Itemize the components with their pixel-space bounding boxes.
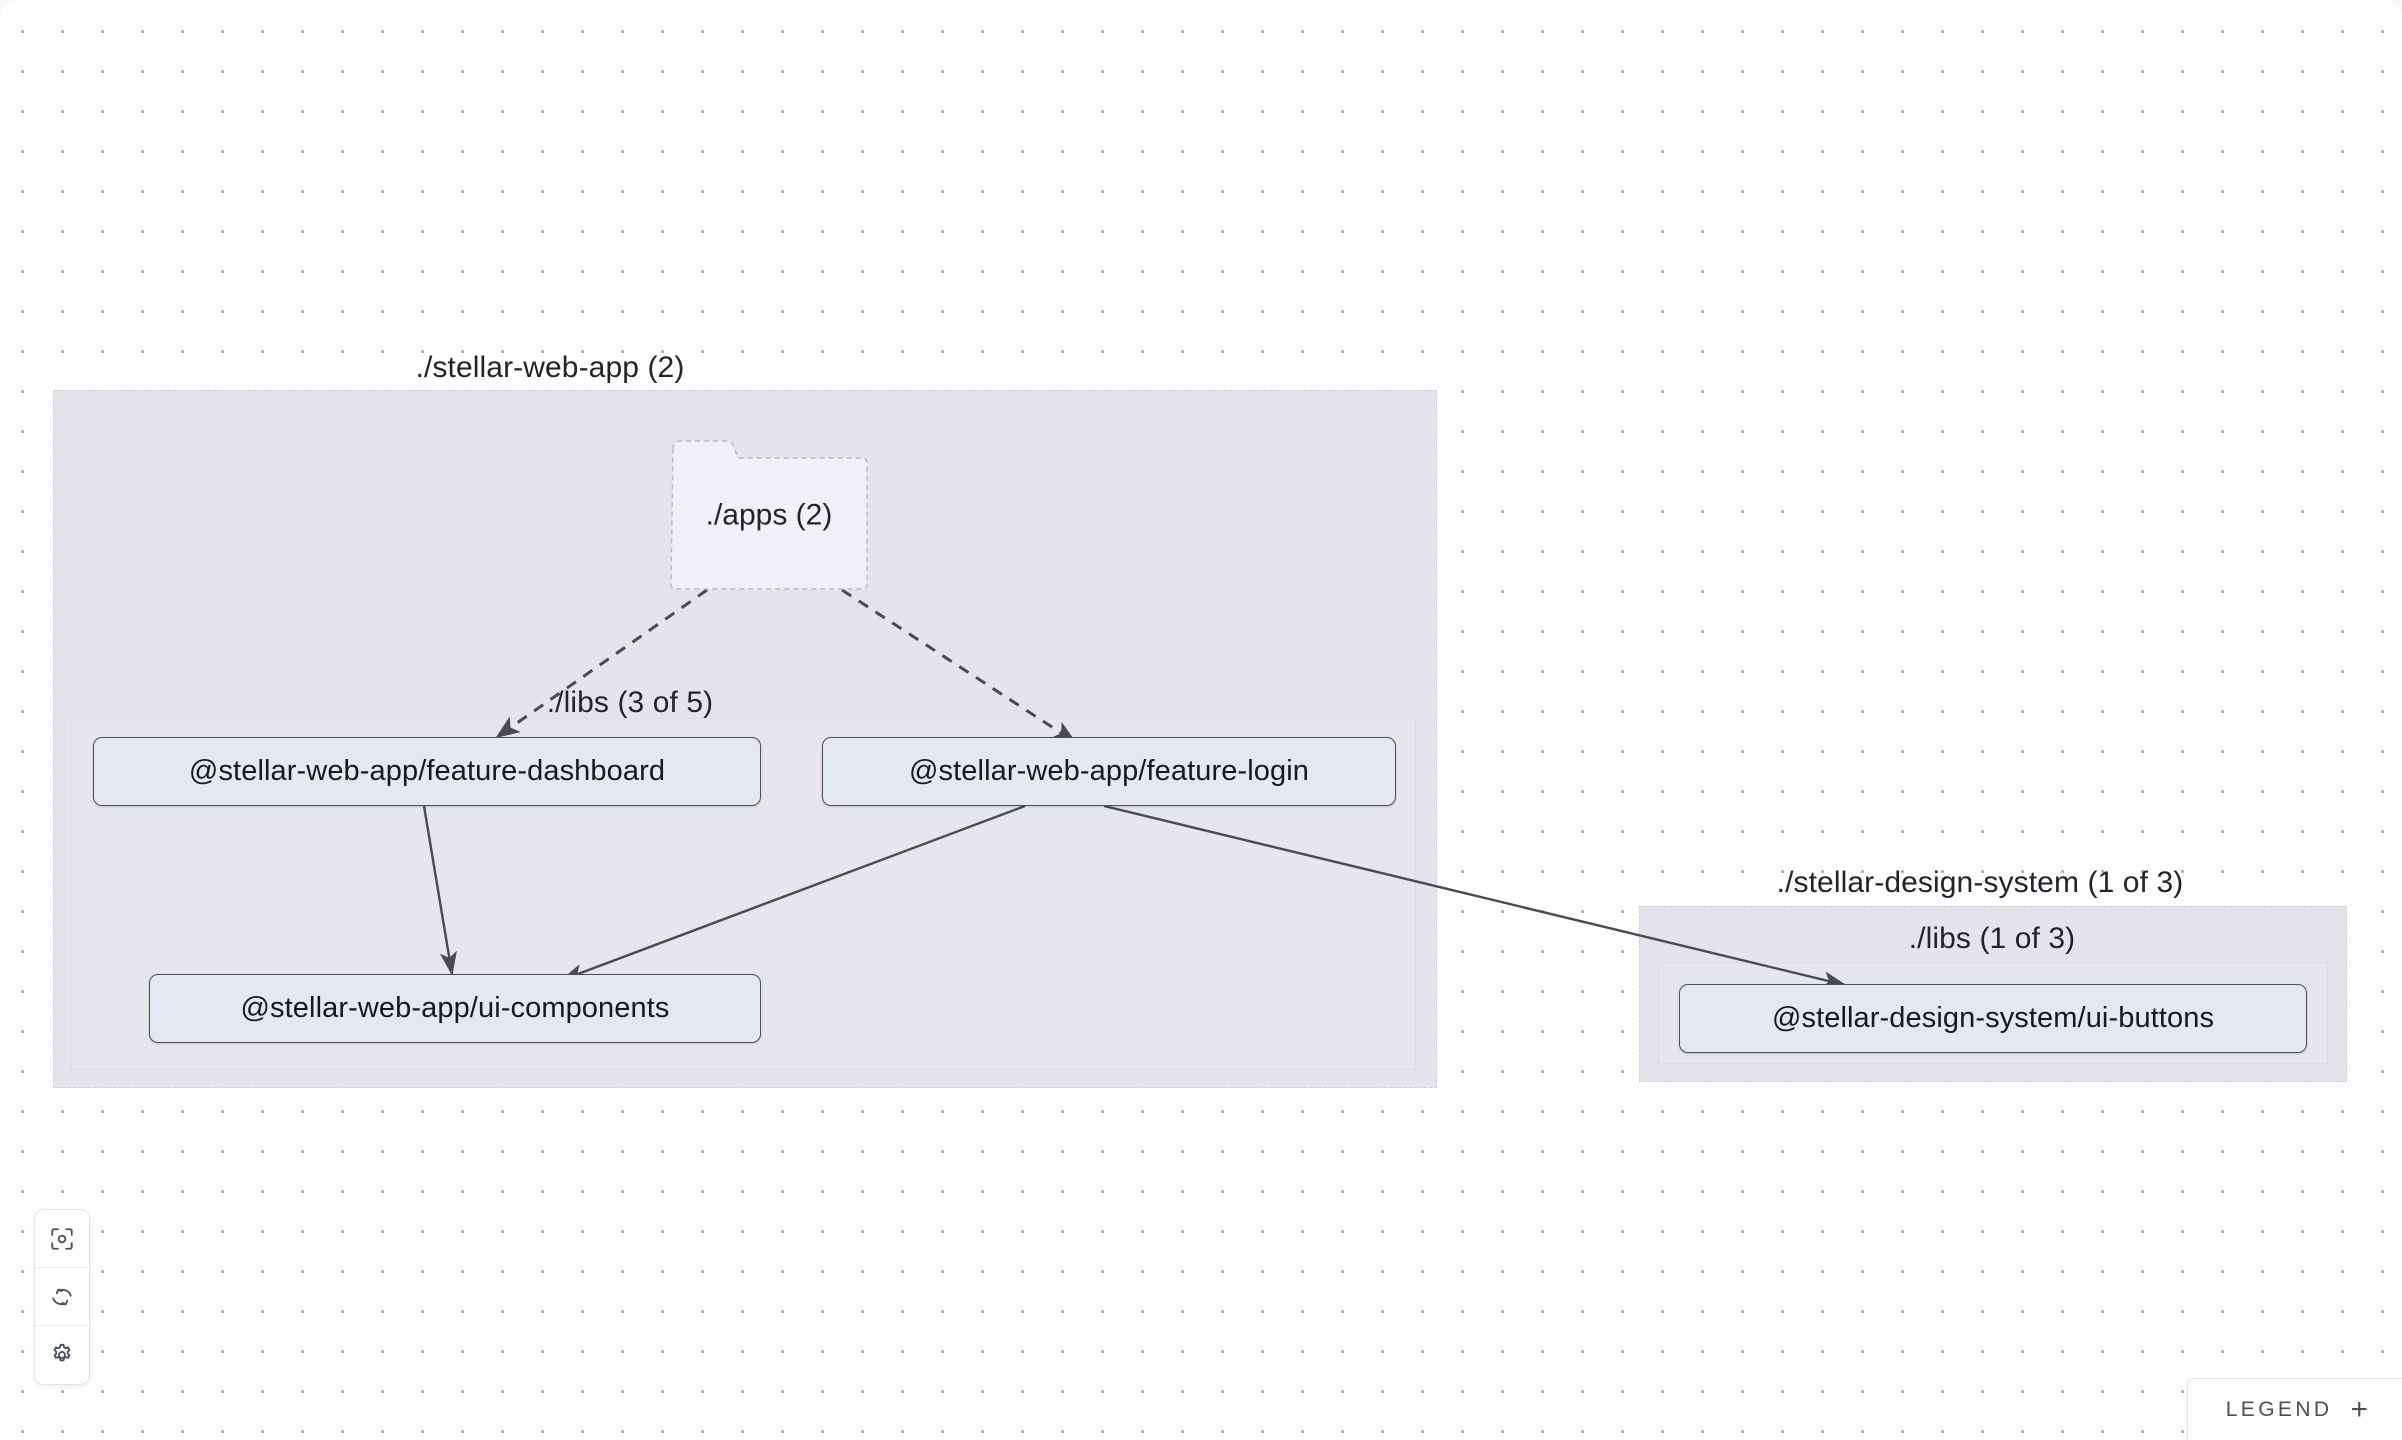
node-ui-components[interactable]: @stellar-web-app/ui-components [149,974,761,1043]
node-ui-buttons[interactable]: @stellar-design-system/ui-buttons [1679,984,2307,1053]
graph-controls [34,1209,90,1385]
node-feature-dashboard-label: @stellar-web-app/feature-dashboard [188,755,666,787]
node-feature-login[interactable]: @stellar-web-app/feature-login [822,737,1396,806]
legend-expand-icon: + [2350,1392,2368,1426]
group-label-stellar-design-system: ./stellar-design-system (1 of 3) [1776,866,2184,899]
refresh-icon [52,1288,72,1305]
group-label-design-system-libs: ./libs (1 of 3) [1908,922,2076,955]
graph-settings-button[interactable] [35,1326,89,1384]
folder-icon [670,440,868,590]
focus-target-icon [51,1227,73,1250]
legend-button[interactable]: LEGEND + [2186,1378,2402,1440]
legend-label: LEGEND [2225,1397,2333,1421]
folder-node-apps-label: ./apps (2) [705,497,833,531]
group-label-web-app-libs: ./libs (3 of 5) [546,686,714,719]
gear-icon [53,1343,71,1362]
group-label-stellar-web-app: ./stellar-web-app (2) [415,351,685,384]
refresh-graph-button[interactable] [35,1268,89,1326]
node-ui-buttons-label: @stellar-design-system/ui-buttons [1771,1002,2215,1034]
node-feature-login-label: @stellar-web-app/feature-login [909,755,1309,787]
focus-graph-button[interactable] [35,1210,89,1268]
folder-node-apps[interactable]: ./apps (2) [668,436,870,591]
node-feature-dashboard[interactable]: @stellar-web-app/feature-dashboard [93,737,761,806]
node-ui-components-label: @stellar-web-app/ui-components [240,992,670,1024]
